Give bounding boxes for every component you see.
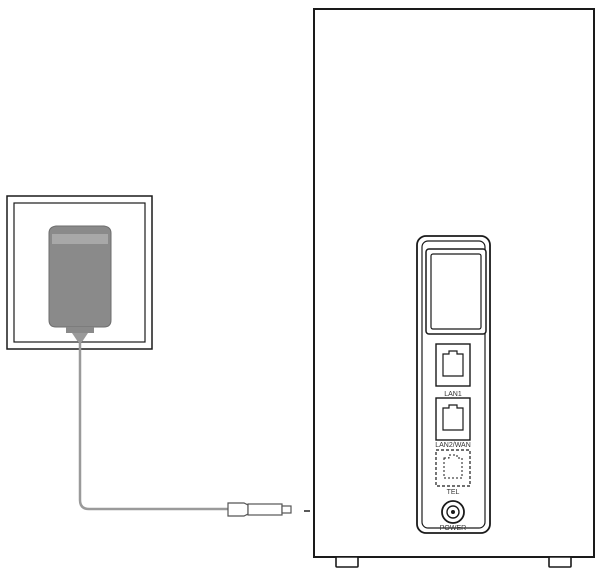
power-adapter-icon [48, 225, 112, 342]
adapter-cable-boot [66, 327, 94, 333]
power-label: POWER [440, 525, 466, 532]
power-cable [78, 342, 228, 511]
router-foot-right [548, 556, 572, 568]
tel-label: TEL [447, 489, 460, 496]
lan2-wan-port [435, 397, 471, 441]
lan1-label: LAN1 [444, 391, 462, 398]
router-foot-left [335, 556, 359, 568]
dc-connector-icon [227, 502, 292, 517]
tel-port [435, 449, 471, 487]
port-panel: LAN1 LAN2/WAN TEL POWER [416, 235, 491, 534]
lan1-port [435, 343, 471, 387]
power-jack [441, 500, 465, 524]
lan2-wan-label: LAN2/WAN [435, 442, 471, 449]
